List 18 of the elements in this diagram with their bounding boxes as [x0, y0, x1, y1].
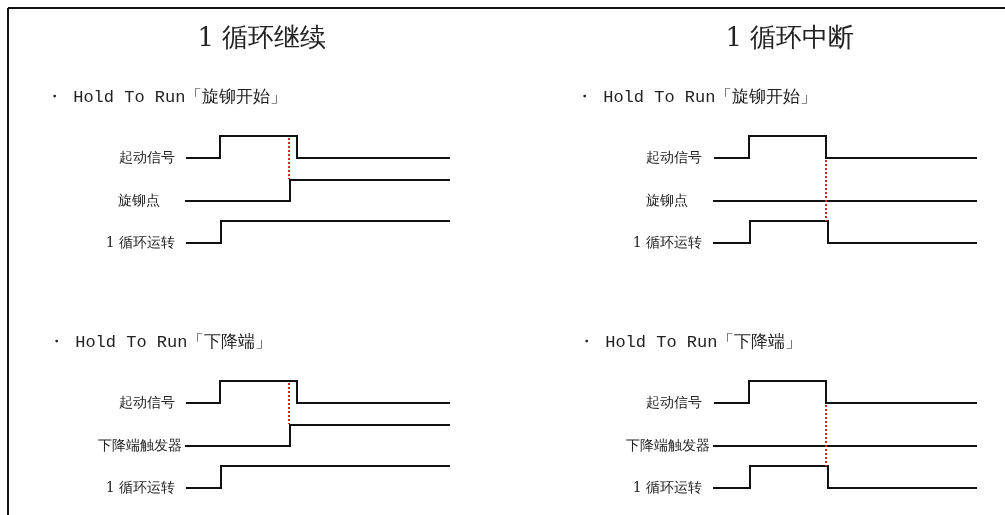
signal-label: 1 循环运转 [105, 235, 175, 249]
signal-label: 起动信号 [646, 395, 702, 409]
signal-label: 1 循环运转 [632, 235, 702, 249]
signal-label: 1 循环运转 [632, 480, 702, 494]
signal-label: 旋铆点 [646, 193, 688, 207]
section-heading: 1 循环继续 [197, 24, 327, 50]
signal-label: 旋铆点 [118, 193, 160, 207]
signal-label: 1 循环运转 [105, 480, 175, 494]
subheading: ・ Hold To Run「下降端」 [578, 334, 803, 351]
signal-label: 下降端触发器 [98, 438, 182, 452]
subheading: ・ Hold To Run「旋铆开始」 [46, 89, 288, 106]
subheading: ・ Hold To Run「旋铆开始」 [576, 89, 818, 106]
signal-label: 起动信号 [119, 150, 175, 164]
subheading: ・ Hold To Run「下降端」 [48, 334, 273, 351]
signal-label: 起动信号 [646, 150, 702, 164]
signal-label: 下降端触发器 [626, 438, 710, 452]
signal-label: 起动信号 [119, 395, 175, 409]
section-heading: 1 循环中断 [725, 24, 855, 50]
